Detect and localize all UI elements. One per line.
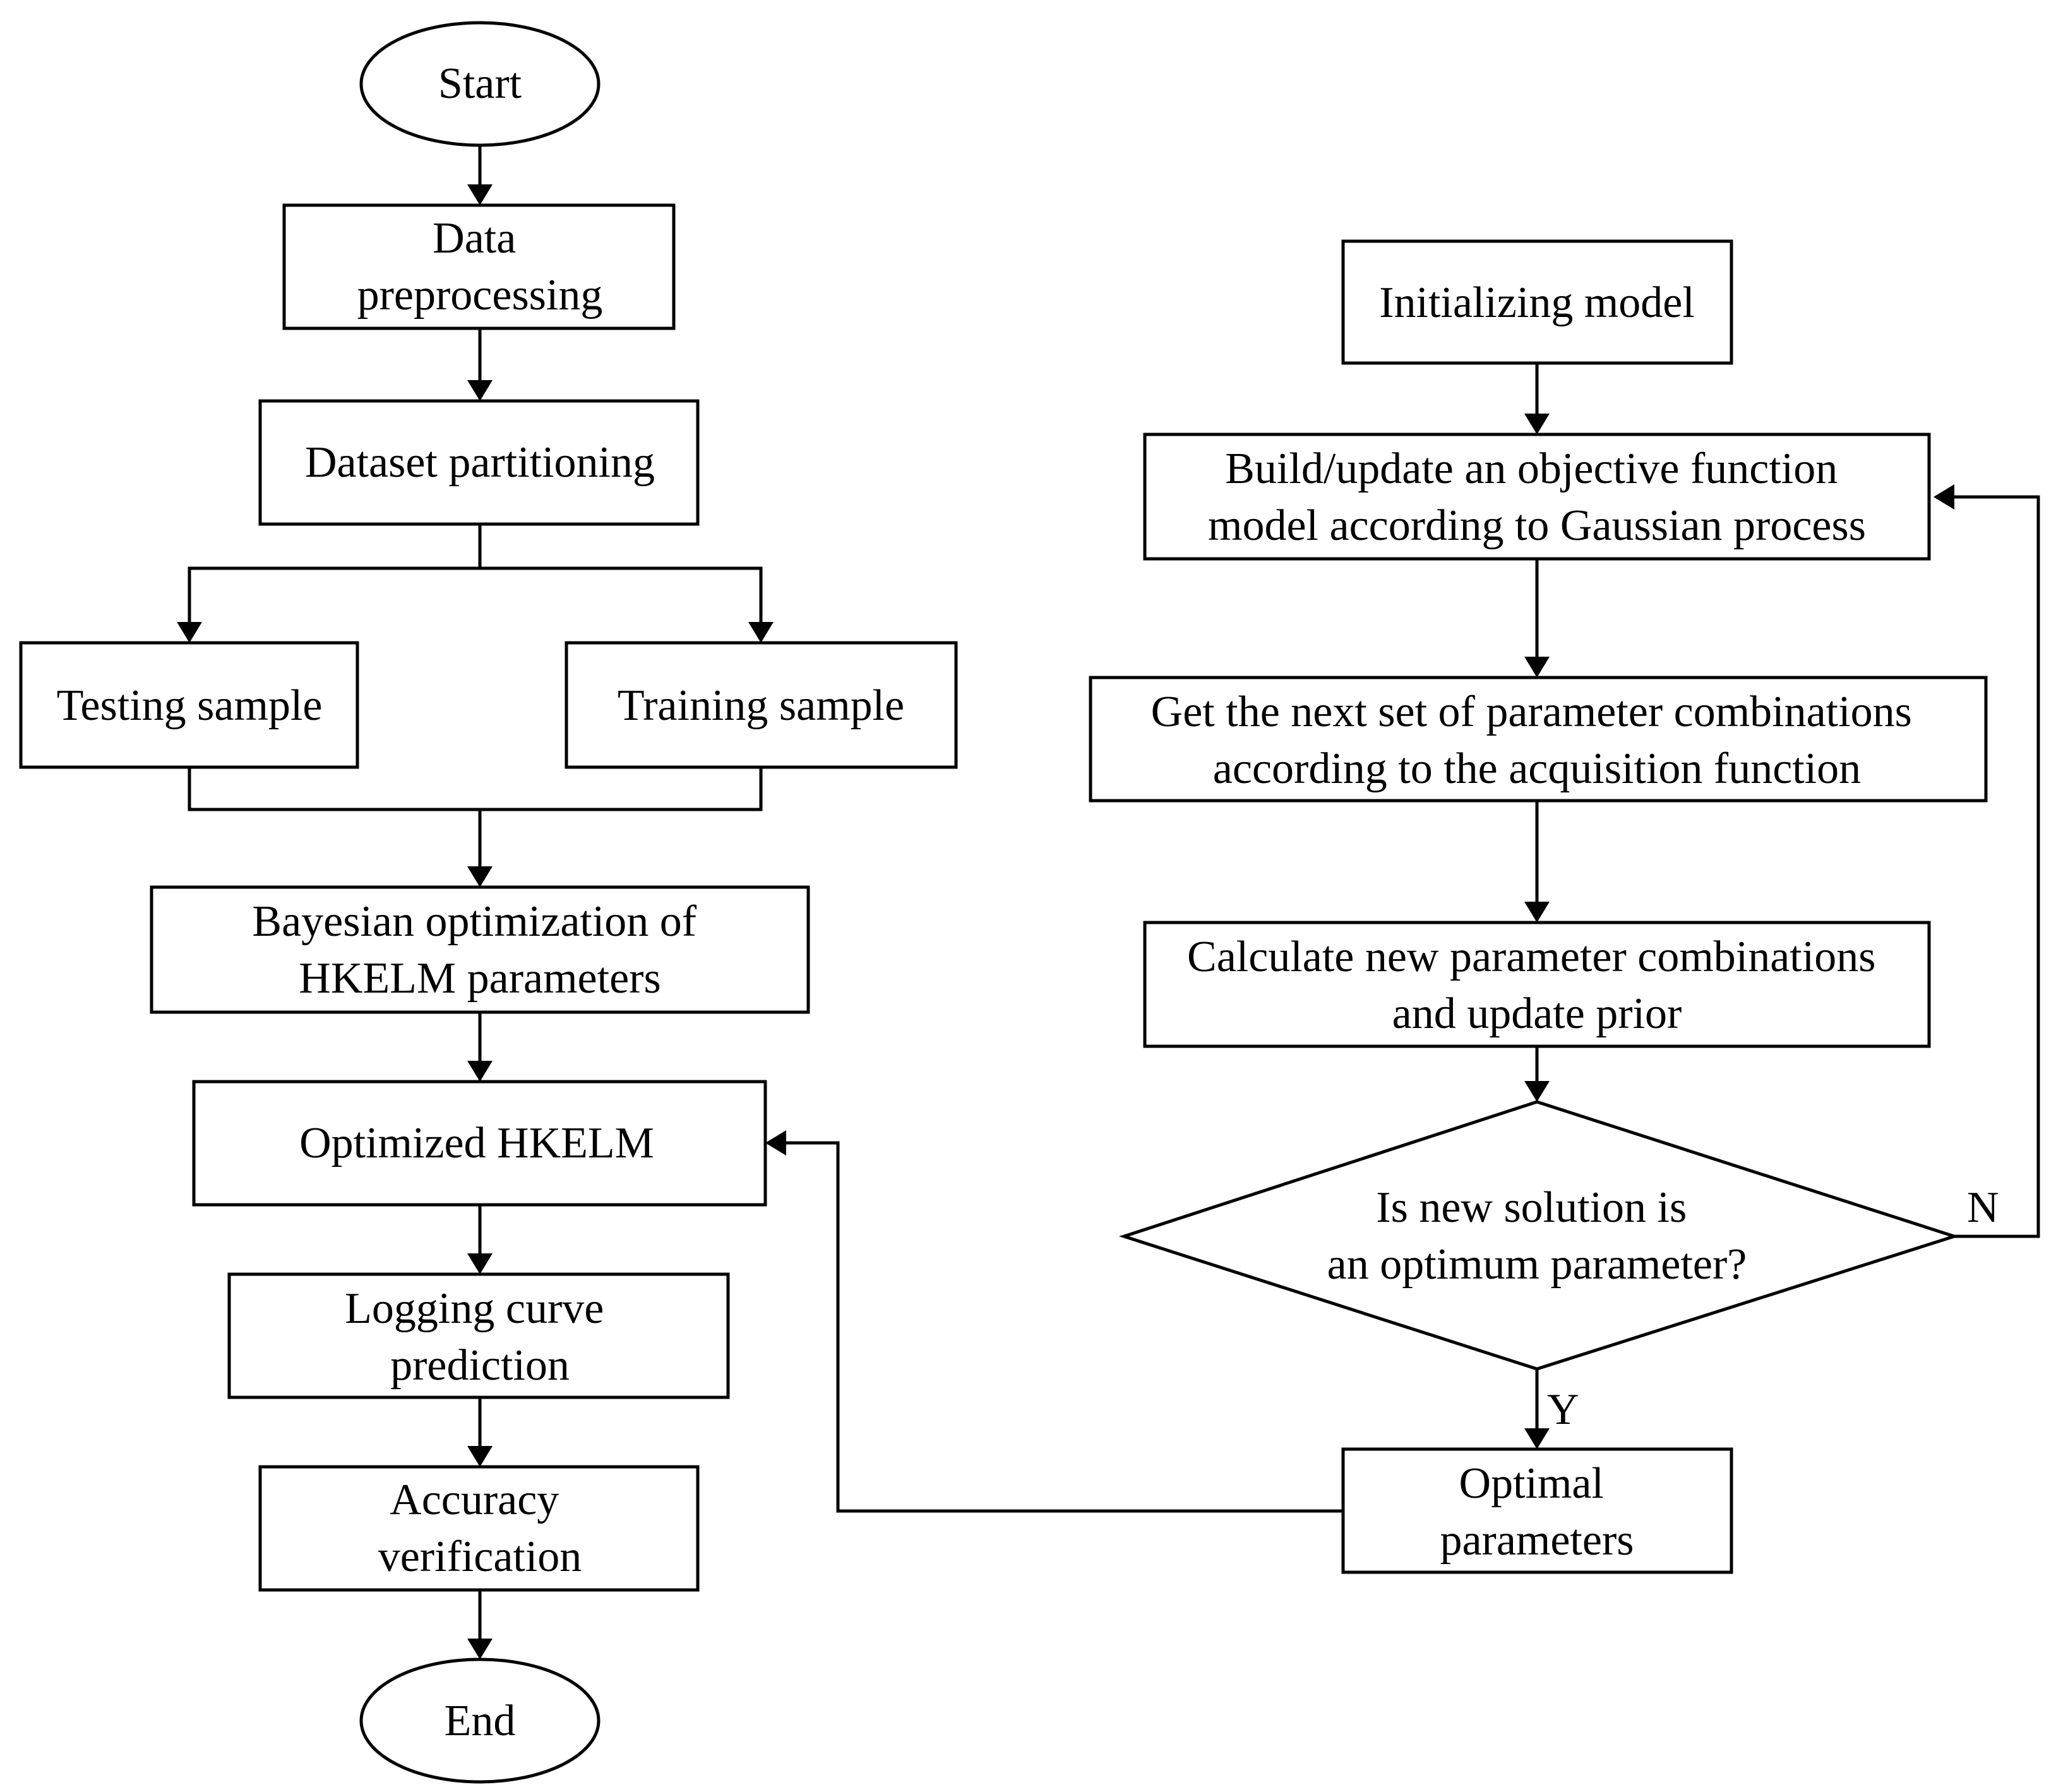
arrowhead bbox=[765, 1130, 786, 1156]
arrowhead bbox=[748, 622, 774, 643]
optimal-parameters-box bbox=[1341, 1447, 1733, 1574]
bayesian-optimization-line-1: Bayesian optimization of bbox=[252, 897, 696, 946]
get-next-parameters-line-2: according to the acquisition function bbox=[1213, 744, 1861, 793]
bayesian-optimization-label: Bayesian optimization of HKELM parameter… bbox=[252, 897, 707, 1003]
node-start: Start bbox=[359, 21, 601, 147]
node-bayesian-optimization: Bayesian optimization of HKELM parameter… bbox=[150, 885, 810, 1014]
arrowhead bbox=[1524, 902, 1550, 923]
node-initializing-model: Initializing model bbox=[1341, 239, 1733, 365]
connector-partitioning-split bbox=[188, 524, 482, 622]
decision-diamond bbox=[1118, 1100, 1960, 1371]
build-update-model-line-2: model according to Gaussian process bbox=[1208, 501, 1866, 550]
edge-label-no: N bbox=[1967, 1183, 1999, 1232]
logging-curve-prediction-box bbox=[227, 1272, 730, 1399]
node-dataset-partitioning: Dataset partitioning bbox=[258, 399, 700, 526]
get-next-parameters-box bbox=[1089, 676, 1988, 803]
calculate-parameters-label: Calculate new parameter combinations and… bbox=[1187, 933, 1887, 1038]
logging-curve-prediction-label: Logging curve prediction bbox=[345, 1284, 615, 1390]
node-optimal-parameters: Optimal parameters bbox=[1341, 1447, 1733, 1574]
calculate-parameters-box bbox=[1143, 921, 1931, 1048]
end-label: End bbox=[445, 1697, 516, 1745]
optimal-parameters-line-2: parameters bbox=[1440, 1516, 1634, 1565]
node-accuracy-verification: Accuracy verification bbox=[258, 1465, 700, 1592]
connector-samples-merge bbox=[188, 767, 763, 811]
decision-line-1: Is new solution is bbox=[1376, 1183, 1687, 1232]
dataset-partitioning-box bbox=[258, 399, 700, 526]
optimal-parameters-line-1: Optimal bbox=[1459, 1459, 1604, 1508]
node-get-next-parameters: Get the next set of parameter combinatio… bbox=[1089, 676, 1988, 803]
arrowhead bbox=[467, 1253, 493, 1274]
initializing-model-box bbox=[1341, 239, 1733, 365]
node-decision: Is new solution is an optimum parameter? bbox=[1118, 1100, 1960, 1371]
bayesian-optimization-box bbox=[150, 885, 810, 1014]
arrowhead bbox=[467, 866, 493, 887]
dataset-partitioning-label: Dataset partitioning bbox=[305, 438, 655, 487]
arrowhead bbox=[467, 1446, 493, 1467]
edge-label-yes: Y bbox=[1547, 1385, 1579, 1434]
data-preprocessing-line-1: Data bbox=[433, 214, 516, 263]
accuracy-verification-label: Accuracy verification bbox=[378, 1476, 582, 1581]
data-preprocessing-line-2: preprocessing bbox=[357, 271, 603, 320]
arrowhead bbox=[467, 1061, 493, 1082]
accuracy-verification-line-1: Accuracy bbox=[390, 1476, 559, 1524]
node-data-preprocessing: Data preprocessing bbox=[282, 203, 676, 330]
start-label: Start bbox=[438, 59, 522, 108]
start-terminator bbox=[359, 21, 601, 147]
testing-sample-box bbox=[19, 641, 359, 769]
build-update-model-line-1: Build/update an objective function bbox=[1225, 445, 1838, 493]
node-logging-curve-prediction: Logging curve prediction bbox=[227, 1272, 730, 1399]
optimized-hkelm-box bbox=[192, 1080, 767, 1207]
optimized-hkelm-label: Optimized HKELM bbox=[299, 1119, 654, 1168]
testing-sample-label: Testing sample bbox=[57, 681, 323, 730]
build-update-model-label: Build/update an objective function model… bbox=[1208, 445, 1866, 550]
data-preprocessing-label: Data preprocessing bbox=[357, 214, 603, 320]
logging-curve-prediction-line-1: Logging curve bbox=[345, 1284, 604, 1333]
accuracy-verification-box bbox=[258, 1465, 700, 1592]
bayesian-optimization-line-2: HKELM parameters bbox=[299, 954, 660, 1003]
training-sample-box bbox=[565, 641, 958, 769]
initializing-model-label: Initializing model bbox=[1379, 278, 1695, 327]
decision-label: Is new solution is an optimum parameter? bbox=[1327, 1183, 1747, 1289]
data-preprocessing-box bbox=[282, 203, 676, 330]
connector-decision-no-loop bbox=[1954, 495, 2040, 1238]
arrowhead bbox=[467, 184, 493, 205]
build-update-model-box bbox=[1143, 433, 1931, 561]
node-training-sample: Training sample bbox=[565, 641, 958, 769]
accuracy-verification-line-2: verification bbox=[378, 1532, 582, 1581]
node-calculate-parameters: Calculate new parameter combinations and… bbox=[1143, 921, 1931, 1048]
node-optimized-hkelm: Optimized HKELM bbox=[192, 1080, 767, 1207]
logging-curve-prediction-line-2: prediction bbox=[390, 1341, 570, 1390]
end-terminator bbox=[359, 1658, 601, 1784]
node-testing-sample: Testing sample bbox=[19, 641, 359, 769]
decision-line-2: an optimum parameter? bbox=[1327, 1240, 1747, 1289]
optimal-parameters-label: Optimal parameters bbox=[1440, 1459, 1634, 1565]
arrowhead bbox=[1524, 1081, 1550, 1102]
node-build-update-model: Build/update an objective function model… bbox=[1143, 433, 1931, 561]
arrowhead bbox=[177, 622, 202, 643]
node-end: End bbox=[359, 1658, 601, 1784]
connectors bbox=[177, 145, 2040, 1659]
connector-partitioning-split-right bbox=[480, 566, 763, 622]
arrowhead bbox=[1524, 657, 1550, 678]
arrowhead bbox=[1933, 484, 1954, 510]
get-next-parameters-label: Get the next set of parameter combinatio… bbox=[1151, 688, 1923, 793]
arrowhead bbox=[1524, 1428, 1550, 1449]
connector-optimal-to-optimized bbox=[786, 1141, 1343, 1513]
arrowhead bbox=[467, 1639, 493, 1659]
arrowhead bbox=[1524, 414, 1550, 434]
calculate-parameters-line-1: Calculate new parameter combinations bbox=[1187, 933, 1875, 981]
get-next-parameters-line-1: Get the next set of parameter combinatio… bbox=[1151, 688, 1912, 736]
calculate-parameters-line-2: and update prior bbox=[1392, 989, 1682, 1038]
training-sample-label: Training sample bbox=[618, 681, 904, 730]
arrowhead bbox=[467, 380, 493, 401]
